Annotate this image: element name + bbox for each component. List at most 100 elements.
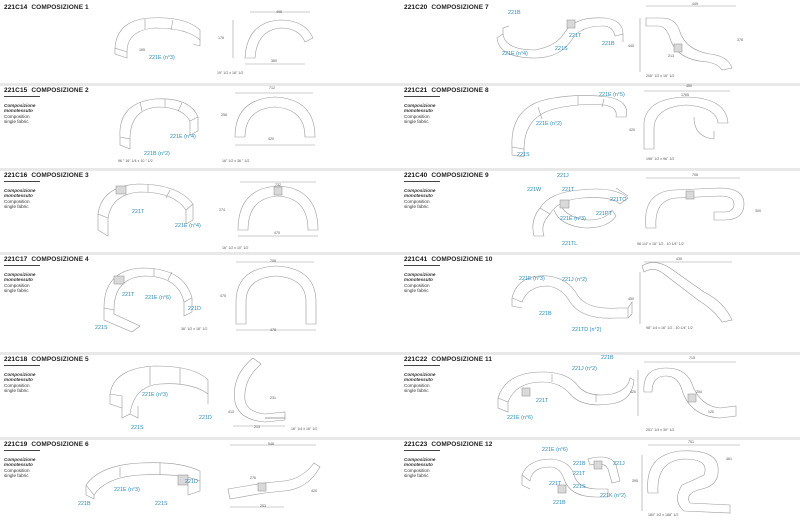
dimension-width: 712 — [269, 86, 275, 90]
module-label: 221S — [131, 425, 144, 431]
module-label: 221J — [557, 173, 569, 179]
dimension-depth: 420 — [630, 390, 636, 394]
module-label: 221B — [508, 10, 521, 16]
sofa-plan-drawing — [226, 258, 326, 339]
module-label: 221B — [539, 311, 552, 317]
section-divider — [0, 168, 400, 171]
sofa-perspective-drawing — [520, 174, 640, 255]
dimension-length: 420 — [268, 137, 274, 141]
sofa-plan-drawing — [225, 8, 320, 73]
module-label: 221B — [601, 355, 614, 361]
title-underline — [404, 365, 440, 366]
sofa-perspective-drawing — [508, 262, 638, 337]
title-underline — [4, 265, 40, 266]
module-label: 221S — [95, 325, 108, 331]
dimension-inches: 96 " 16" 1/4 x 10 " 1/2 — [118, 159, 153, 163]
dimension-length: 1765 — [681, 93, 689, 97]
module-label: 221E (n°6) — [507, 415, 533, 421]
dimension-length: 445 — [628, 44, 634, 48]
module-label: 221W — [527, 187, 542, 193]
section-divider — [0, 83, 400, 86]
dimension-inches: 180" 1/2 x 188" 1/2 — [648, 513, 679, 517]
module-label: 221E (n°3) — [142, 392, 168, 398]
section-divider — [400, 252, 800, 255]
title-underline — [404, 265, 440, 266]
dimension-width: 715 — [689, 356, 695, 360]
module-label: 221J (n°2) — [572, 366, 597, 372]
dimension-depth: 231 — [270, 396, 276, 400]
module-label: 221T — [549, 481, 562, 487]
section-divider — [0, 437, 400, 440]
title-underline — [4, 365, 40, 366]
sofa-perspective-drawing — [110, 89, 210, 164]
dimension-length: 213 — [254, 425, 260, 429]
module-label: 221TL — [562, 241, 578, 247]
module-label: 221S — [517, 152, 530, 158]
module-label: 221TD (n°2) — [572, 327, 602, 333]
dimension-width: 751 — [688, 440, 694, 444]
dimension-side: 420 — [311, 489, 317, 493]
module-label: 221E (n°3) — [519, 276, 545, 282]
dimension-length: 120 — [708, 410, 714, 414]
module-label: 221E (n°6) — [542, 447, 568, 453]
module-label: 221S — [573, 484, 586, 490]
dimension-depth: 176 — [218, 36, 224, 40]
module-label: 221K (n°2) — [600, 493, 626, 499]
title-underline — [404, 96, 440, 97]
module-label: 221B — [602, 41, 615, 47]
dimension-inches: 98 1/4" x 16" 1/2 - 10 1/4" 1/2 — [637, 242, 684, 246]
dimension-length: 478 — [270, 328, 276, 332]
module-label: 221E (n°4) — [502, 51, 528, 57]
sofa-plan-drawing — [634, 87, 739, 164]
dimension-width: 732 — [275, 183, 281, 187]
sofa-perspective-drawing — [92, 258, 212, 341]
dimension-width: 449 — [692, 2, 698, 6]
dimension-length: 360 — [271, 59, 277, 63]
module-label: 221D — [199, 415, 212, 421]
dimension-width: 450 — [686, 84, 692, 88]
module-label: 221T — [536, 398, 549, 404]
module-label: 221E (n°2) — [536, 121, 562, 127]
module-label: 221E (n°4) — [170, 134, 196, 140]
sofa-plan-drawing — [640, 441, 750, 522]
sofa-plan-drawing — [636, 4, 746, 83]
module-label: 221E (n°6) — [145, 295, 171, 301]
module-label: 221B — [573, 461, 586, 467]
dimension-side: 378 — [737, 38, 743, 42]
dimension-length: 470 — [274, 231, 280, 235]
module-label: 221PT — [596, 211, 612, 217]
section-divider — [400, 168, 800, 171]
title-underline — [404, 450, 440, 451]
dimension-depth: 256 — [221, 113, 227, 117]
module-label: 221E (n°4) — [175, 223, 201, 229]
sofa-perspective-drawing — [492, 358, 637, 433]
dimension-inches: 251" 1/4 x 30" 1/2 — [646, 428, 675, 432]
dimension-depth: 300 — [755, 209, 761, 213]
dimension-depth: 420 — [629, 128, 635, 132]
section-divider — [0, 352, 400, 355]
sofa-perspective-drawing — [495, 6, 630, 71]
dimension-depth: 450 — [628, 297, 634, 301]
title-underline — [404, 181, 440, 182]
sofa-plan-drawing — [224, 443, 324, 522]
